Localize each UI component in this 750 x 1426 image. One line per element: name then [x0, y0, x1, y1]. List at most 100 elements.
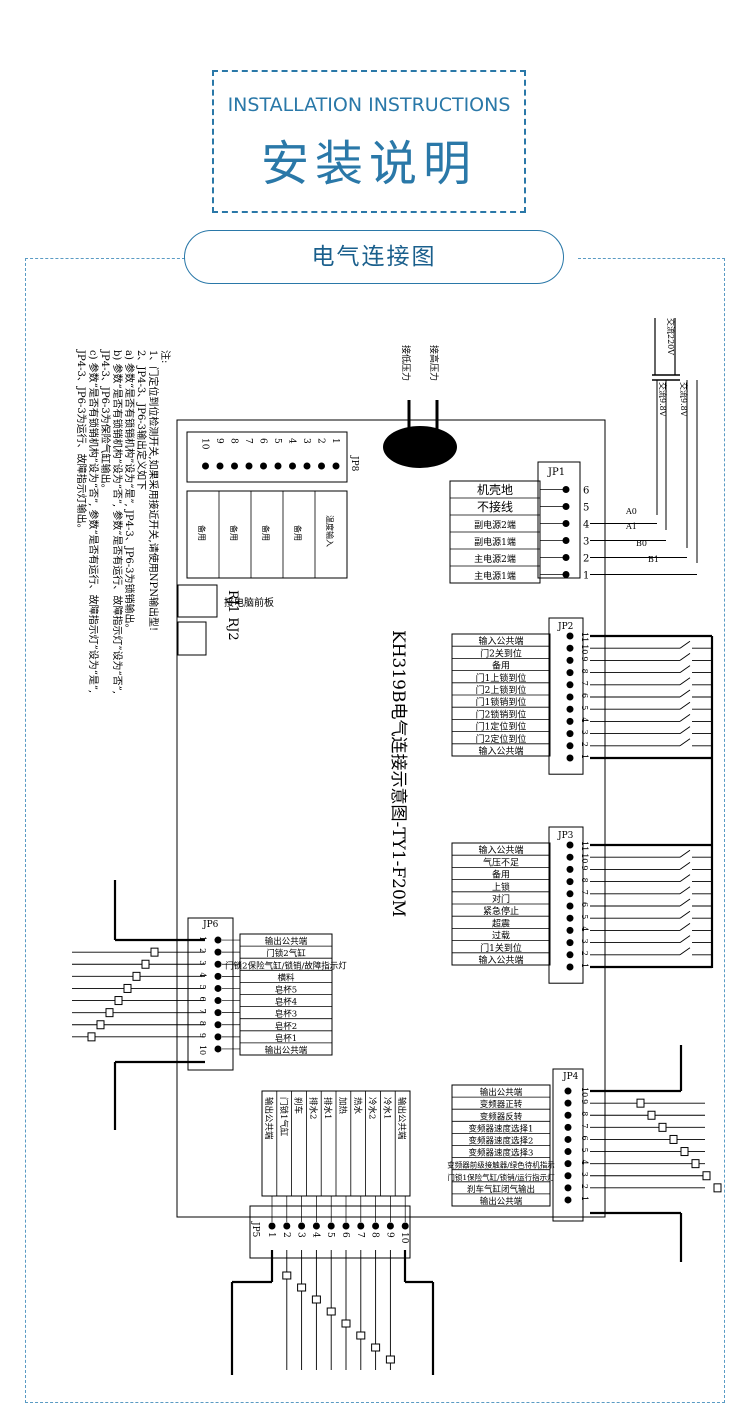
connector-name: JP1 [547, 467, 565, 478]
pin-number: 5 [198, 984, 207, 989]
pin-dot [214, 1045, 222, 1053]
pin-label: 排水1 [322, 1097, 333, 1119]
pin-number: 1 [580, 963, 589, 968]
pin-number: 5 [325, 1232, 335, 1238]
pin-dot [318, 462, 325, 470]
pin-label: 皂杯4 [275, 997, 297, 1008]
pin-label: 输出公共端 [265, 1045, 308, 1056]
switch-contact [679, 862, 691, 870]
pin-dot [268, 1222, 276, 1230]
pin-number: 1 [266, 1232, 276, 1238]
pin-number: 3 [580, 1172, 589, 1177]
pin-number: 4 [580, 1160, 589, 1165]
pin-dot [214, 1021, 222, 1029]
pin-dot [283, 1222, 291, 1230]
pin-label: 门锁2保险气缸/锁销/故障指示灯 [225, 960, 347, 971]
load-element [341, 1319, 351, 1328]
load-element [96, 1020, 105, 1030]
pin-label: 门锁1保险气缸/锁销/运行指示灯 [447, 1172, 555, 1182]
pin-dot [566, 878, 574, 886]
connector-housing [537, 461, 581, 579]
pin-dot [214, 984, 222, 992]
section-pill: 电气连接图 [184, 230, 564, 284]
pin-number: 11 [580, 632, 589, 642]
pressure-sensor [383, 426, 457, 468]
pin-label: 输入公共端 [478, 844, 523, 856]
frame-top-left-line [25, 258, 185, 259]
connector-housing [548, 826, 584, 984]
load-element [87, 1032, 96, 1042]
wire-label: B0 [636, 539, 647, 548]
switch-contact [679, 886, 691, 895]
switch-contact [679, 910, 691, 919]
connector-housing [548, 617, 584, 775]
pin-label: 输出公共端 [480, 1196, 523, 1207]
load-element [141, 959, 150, 969]
pin-dot [566, 841, 574, 849]
pin-label: 门锁2气缸 [266, 948, 306, 959]
pin-label: 冷水2 [367, 1097, 378, 1119]
pin-label: 主电源1端 [474, 570, 516, 582]
pin-dot [566, 914, 574, 922]
pin-number: 2 [583, 554, 589, 565]
header-title-cn: 安装说明 [260, 136, 477, 192]
connector-housing [552, 1068, 584, 1222]
load-element [658, 1122, 667, 1132]
pin-dot [214, 1009, 222, 1017]
pin-dot [357, 1222, 365, 1230]
pin-number: 5 [580, 1148, 589, 1153]
pin-dot [566, 963, 574, 971]
pin-dot [566, 853, 574, 861]
pin-dot [566, 951, 574, 959]
load-element [114, 996, 123, 1006]
pin-label: 机壳地 [477, 483, 513, 497]
pin-number: 4 [198, 972, 207, 977]
note-line: 1、门定位到位检测开关,如果采用接近开关,请使用NPN输出型! [147, 350, 160, 631]
rj-text: 接电脑前板 [224, 596, 274, 609]
pin-label: 输出公共端 [265, 936, 308, 947]
connector-housing [187, 917, 234, 1071]
header-title-en: INSTALLATION INSTRUCTIONS [227, 94, 511, 116]
pin-label: 输入公共端 [478, 635, 523, 647]
pin-number: 10 [200, 438, 210, 450]
transformer [652, 318, 698, 563]
pin-label: 排水2 [307, 1097, 318, 1119]
load-element [636, 1098, 645, 1108]
note-line: a) 参数“是否有锁销机构”设为“是”, JP4-3、JP6-3为锁销输出。 [123, 350, 136, 634]
pin-dot [566, 939, 574, 947]
pin-number: 4 [583, 520, 589, 531]
pin-number: 7 [243, 438, 253, 444]
pin-dot [214, 972, 222, 980]
pin-number: 5 [583, 503, 589, 514]
pin-dot [566, 693, 574, 701]
pin-number: 1 [580, 1196, 589, 1201]
note-line: 2、JP4-3、JP6-3输出定义如下 [135, 350, 148, 490]
wire-label: A0 [625, 507, 637, 516]
pin-label: 变频器前级接触器/绿色待机指示 [447, 1160, 555, 1170]
switch-contact [679, 935, 691, 943]
pin-label: 变频器速度选择3 [469, 1148, 534, 1159]
diagram-frame [25, 258, 725, 1403]
load-element [123, 983, 132, 993]
connector-name: JP6 [202, 920, 219, 930]
load-element [702, 1171, 711, 1181]
pin-number: 2 [580, 742, 589, 747]
pin-label: 门2上锁到位 [476, 684, 527, 696]
pin-label: 对门 [492, 893, 510, 905]
pin-number: 7 [580, 890, 589, 895]
pin-dot [564, 1123, 572, 1131]
header-box: INSTALLATION INSTRUCTIONS 安装说明 [212, 70, 526, 213]
pin-dot [566, 902, 574, 910]
pin-label: 加热 [337, 1097, 348, 1115]
load-element [669, 1134, 678, 1144]
pin-number: 6 [580, 1135, 589, 1140]
pin-dot [298, 1222, 306, 1230]
pin-number: 9 [580, 656, 589, 661]
load-element [150, 947, 159, 957]
pin-number: 8 [580, 878, 589, 883]
pin-label: 刹车气缸闭气输出 [467, 1184, 535, 1195]
pin-number: 8 [198, 1021, 207, 1026]
pin-label: 热水 [352, 1097, 363, 1115]
pin-dot [303, 462, 311, 470]
pin-label: 门2关到位 [480, 647, 522, 659]
